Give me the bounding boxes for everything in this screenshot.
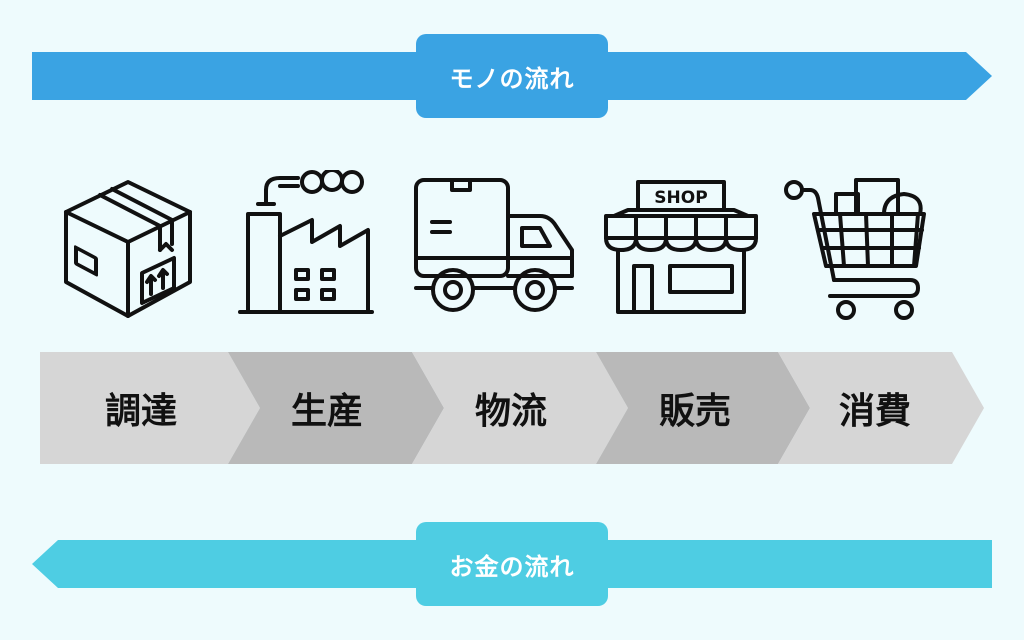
shop-storefront-icon: SHOP xyxy=(604,180,758,314)
shop-sign-text: SHOP xyxy=(654,188,707,208)
delivery-truck-icon xyxy=(414,178,574,312)
stage-label-procurement: 調達 xyxy=(104,391,177,432)
cardboard-box-icon xyxy=(64,180,192,318)
stage-chevrons xyxy=(40,352,984,464)
stage-label-logistics: 物流 xyxy=(474,391,547,432)
chevron-procurement xyxy=(40,352,260,464)
stage-label-consumption: 消費 xyxy=(838,391,911,432)
stage-label-sales: 販売 xyxy=(658,391,731,432)
chevron-sales xyxy=(596,352,810,464)
chevron-logistics xyxy=(412,352,628,464)
shopping-cart-icon xyxy=(784,178,926,320)
goods-flow-label: モノの流れ xyxy=(416,34,608,118)
stage-label-production: 生産 xyxy=(290,391,363,432)
factory-icon xyxy=(238,170,374,314)
chevron-consumption xyxy=(778,352,984,464)
chevron-production xyxy=(228,352,444,464)
money-flow-label: お金の流れ xyxy=(416,522,608,606)
